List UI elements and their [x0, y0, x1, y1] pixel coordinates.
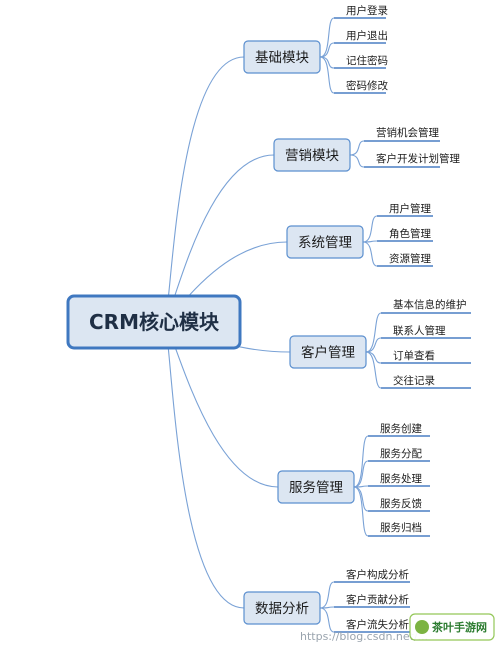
module-label: 数据分析	[255, 601, 309, 617]
module-leaf-connector	[319, 42, 335, 58]
leaf-label: 服务归档	[380, 521, 422, 534]
leaf-label: 交往记录	[393, 374, 435, 387]
module-node-marketing[interactable]: 营销模块	[273, 138, 351, 172]
leaf-label: 服务反馈	[380, 497, 422, 510]
leaf-label: 资源管理	[389, 252, 431, 265]
leaf-label: 用户登录	[346, 4, 388, 17]
leaf-label: 订单查看	[393, 349, 435, 362]
module-leaf-connector	[349, 140, 365, 156]
root-module-connector	[163, 56, 245, 323]
leaf-label: 密码修改	[346, 79, 388, 92]
module-node-customer[interactable]: 客户管理	[289, 335, 367, 369]
leaf-label: 记住密码	[346, 54, 388, 67]
module-node-system[interactable]: 系统管理	[286, 225, 364, 259]
leaf-label: 客户开发计划管理	[376, 152, 460, 165]
module-leaf-connector	[319, 17, 335, 58]
watermark-url: https://blog.csdn.net/...	[300, 630, 428, 643]
leaf-label: 营销机会管理	[376, 126, 439, 139]
module-leaf-connector	[319, 607, 335, 633]
module-leaf-connector	[349, 154, 365, 168]
module-leaf-connector	[353, 460, 369, 488]
module-leaf-connector	[365, 351, 382, 389]
module-node-service[interactable]: 服务管理	[277, 470, 355, 504]
module-leaf-connector	[353, 435, 369, 488]
leaf-label: 服务创建	[380, 422, 422, 435]
module-label: 基础模块	[255, 49, 309, 66]
root-module-connector	[163, 321, 245, 609]
leaf-label: 用户退出	[346, 29, 388, 42]
module-leaf-connector	[365, 312, 382, 353]
module-label: 营销模块	[285, 148, 339, 164]
leaf-label: 基本信息的维护	[393, 298, 467, 311]
module-leaf-connector	[362, 241, 378, 267]
watermark-badge: 茶叶手游网	[409, 613, 495, 641]
leaf-label: 客户贡献分析	[346, 593, 409, 606]
module-node-analysis[interactable]: 数据分析	[243, 591, 321, 625]
root-node[interactable]: CRM核心模块	[66, 294, 242, 350]
root-label: CRM核心模块	[89, 310, 220, 334]
leaf-logo-icon	[415, 620, 429, 634]
leaf-label: 客户构成分析	[346, 568, 409, 581]
module-leaf-connector	[353, 486, 369, 537]
module-leaf-connector	[319, 56, 335, 94]
root-box	[66, 294, 242, 350]
module-leaf-connector	[362, 215, 378, 243]
leaf-underlines	[334, 17, 471, 633]
leaf-label: 客户流失分析	[346, 618, 409, 631]
watermark-badge-text: 茶叶手游网	[431, 620, 487, 634]
module-node-basic[interactable]: 基础模块	[243, 40, 321, 74]
module-leaf-connector	[365, 337, 382, 353]
leaf-label: 联系人管理	[393, 324, 446, 337]
leaf-label: 服务分配	[380, 447, 422, 460]
leaf-label: 用户管理	[389, 202, 431, 215]
leaf-label: 服务处理	[380, 472, 422, 485]
leaf-label: 角色管理	[389, 227, 431, 240]
module-label: 服务管理	[289, 480, 343, 496]
module-label: 系统管理	[298, 235, 352, 251]
module-leaf-connector	[319, 581, 335, 609]
module-label: 客户管理	[301, 344, 355, 361]
